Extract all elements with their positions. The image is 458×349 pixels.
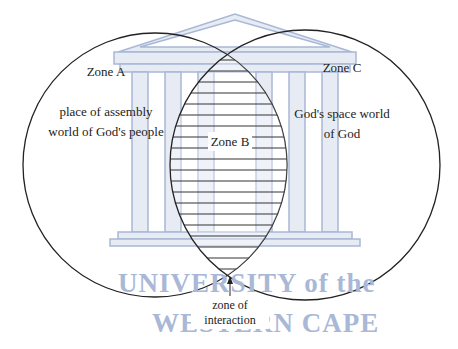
callout-label: zone of interaction — [191, 297, 269, 329]
watermark-text: UNIVERSITY of the — [118, 268, 376, 298]
zone-description: place of assembly world of God's people — [48, 102, 164, 142]
zone-name: Zone B — [208, 132, 252, 151]
interaction-lens: Zone B — [168, 54, 290, 276]
zone-description: God's space world of God — [294, 104, 390, 144]
zone-name: Zone A — [83, 62, 129, 82]
zone-circle: Zone C God's space world of God — [170, 30, 440, 300]
hatched-lens — [168, 54, 290, 276]
circle-outline — [170, 30, 440, 300]
zone-name: Zone C — [319, 58, 365, 78]
